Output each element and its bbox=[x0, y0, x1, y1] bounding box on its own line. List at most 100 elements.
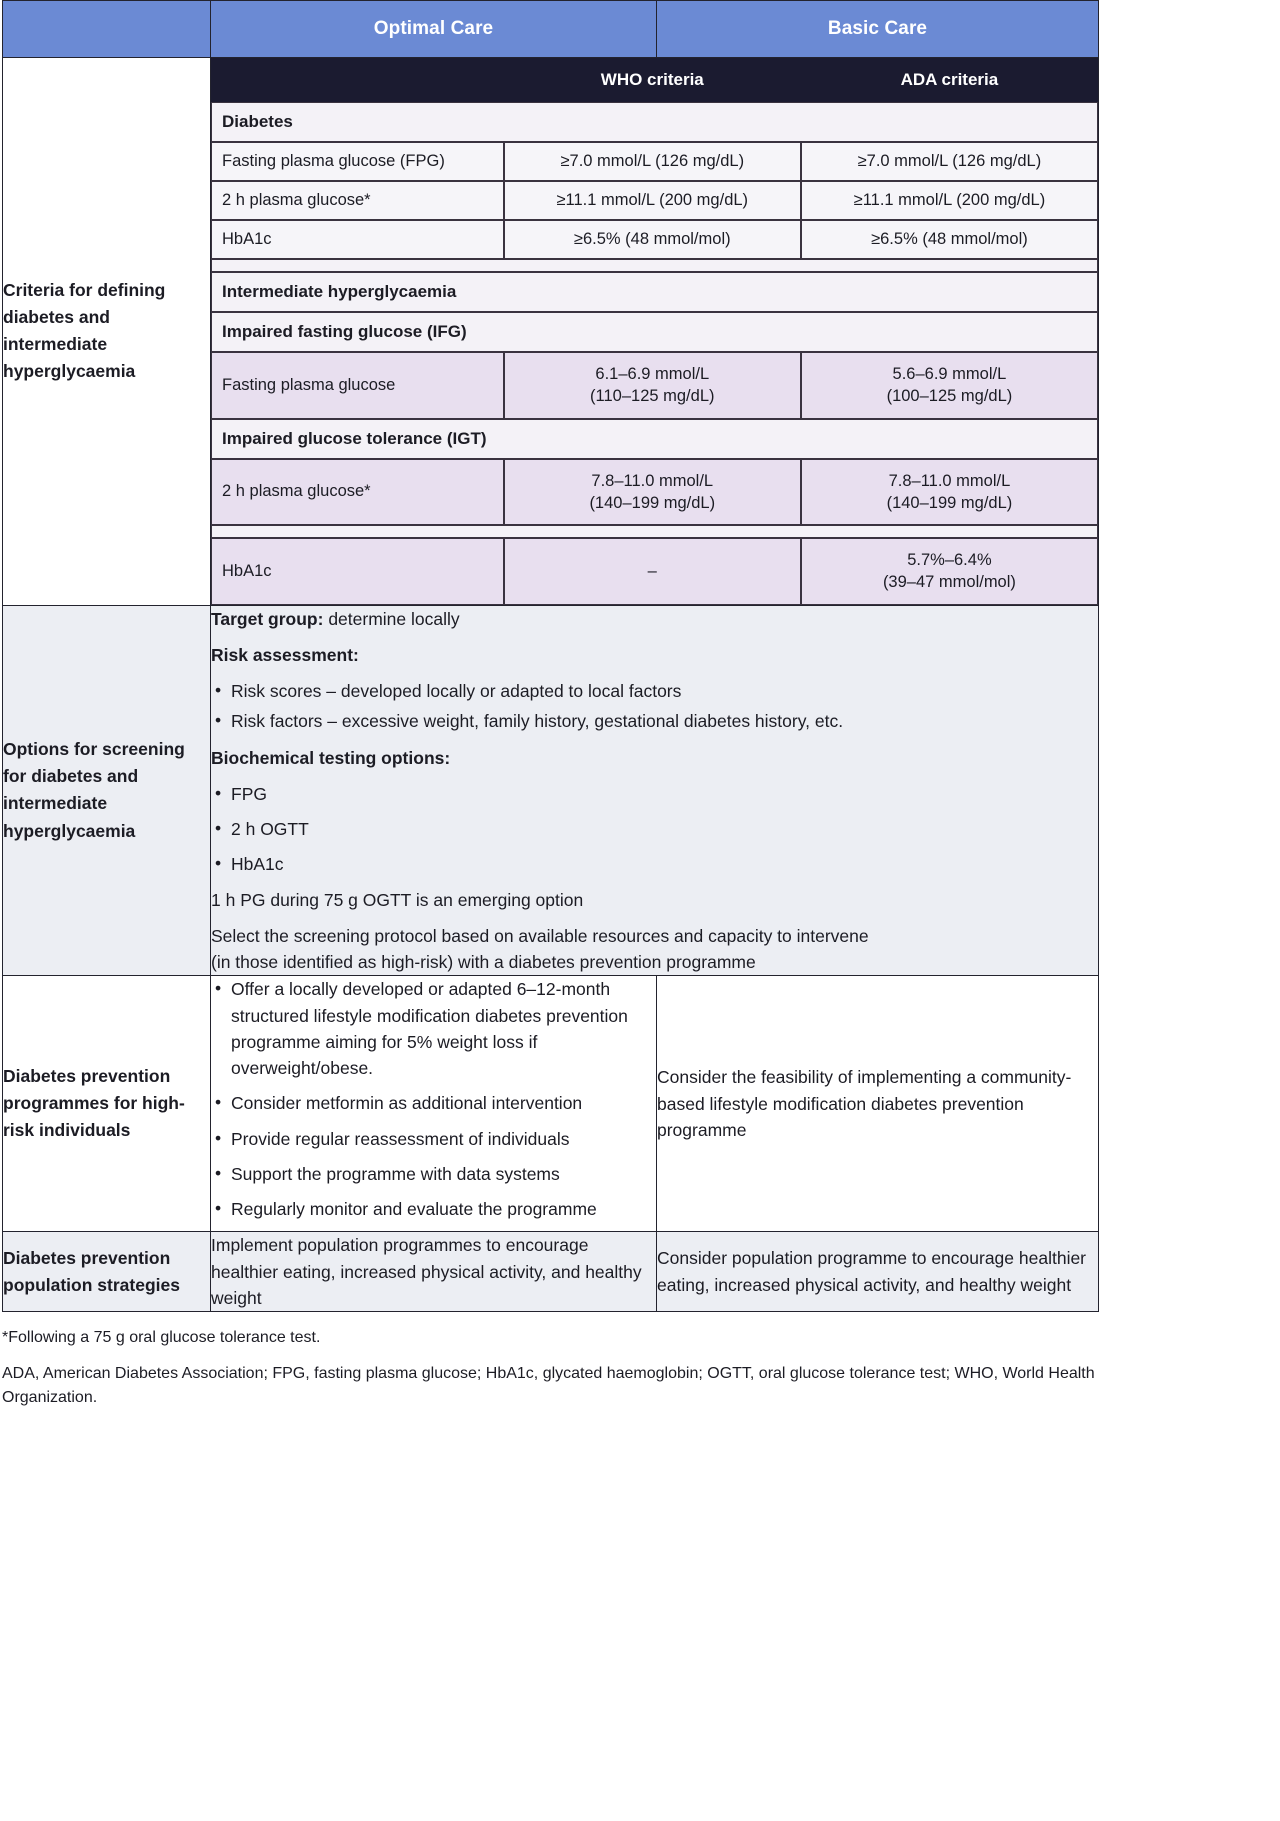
header-optimal-care: Optimal Care bbox=[210, 0, 657, 58]
target-group-line: Target group: determine locally bbox=[211, 606, 1098, 632]
criteria-spacer-row-2 bbox=[211, 525, 1098, 539]
table-row-population-strategies: Diabetes prevention population strategie… bbox=[2, 1231, 1099, 1313]
risk-assessment-label: Risk assessment: bbox=[211, 644, 359, 665]
population-strategies-optimal-text: Implement population programmes to encou… bbox=[211, 1235, 642, 1308]
criteria-who-2h-pg: ≥11.1 mmol/L (200 mg/dL) bbox=[503, 181, 801, 220]
list-item: Offer a locally developed or adapted 6–1… bbox=[211, 975, 656, 1081]
ifg-ada-line2: (100–125 mg/dL) bbox=[886, 387, 1013, 406]
prevention-programmes-optimal: Offer a locally developed or adapted 6–1… bbox=[210, 975, 657, 1233]
criteria-label-hba1c: HbA1c bbox=[211, 220, 504, 259]
criteria-who-igt-2h-pg: 7.8–11.0 mmol/L (140–199 mg/dL) bbox=[503, 458, 801, 526]
igt-who-line2: (140–199 mg/dL) bbox=[589, 493, 716, 512]
footnote-abbreviations: ADA, American Diabetes Association; FPG,… bbox=[2, 1365, 1095, 1407]
criteria-row-hba1c: HbA1c ≥6.5% (48 mmol/mol) ≥6.5% (48 mmol… bbox=[211, 220, 1098, 259]
risk-assessment-heading: Risk assessment: bbox=[211, 642, 1098, 668]
row-label-prevention-programmes: Diabetes prevention programmes for high-… bbox=[2, 975, 211, 1233]
criteria-who-hba1c: ≥6.5% (48 mmol/mol) bbox=[503, 220, 801, 259]
criteria-row-igt-2h-pg: 2 h plasma glucose* 7.8–11.0 mmol/L (140… bbox=[211, 458, 1098, 526]
criteria-row-intermediate-hba1c: HbA1c – 5.7%–6.4% (39–47 mmol/mol) bbox=[211, 538, 1098, 605]
header-basic-care: Basic Care bbox=[656, 0, 1099, 58]
table-row-criteria: Criteria for defining diabetes and inter… bbox=[2, 57, 1099, 606]
prevention-programmes-optimal-list: Offer a locally developed or adapted 6–1… bbox=[211, 975, 656, 1222]
criteria-row-fpg: Fasting plasma glucose (FPG) ≥7.0 mmol/L… bbox=[211, 142, 1098, 181]
criteria-header-who: WHO criteria bbox=[503, 58, 801, 102]
population-strategies-basic: Consider population programme to encoura… bbox=[656, 1231, 1099, 1313]
criteria-section-diabetes: Diabetes bbox=[211, 102, 1098, 142]
list-item: Risk scores – developed locally or adapt… bbox=[211, 677, 1098, 704]
criteria-row-ifg-fpg: Fasting plasma glucose 6.1–6.9 mmol/L (1… bbox=[211, 352, 1098, 419]
criteria-label-2h-pg: 2 h plasma glucose* bbox=[211, 181, 504, 220]
biochemical-heading: Biochemical testing options: bbox=[211, 745, 1098, 771]
list-item: FPG bbox=[211, 780, 1098, 807]
criteria-ada-intermediate-hba1c: 5.7%–6.4% (39–47 mmol/mol) bbox=[800, 538, 1098, 605]
criteria-section-igt: Impaired glucose tolerance (IGT) bbox=[211, 418, 1098, 459]
section-title-diabetes: Diabetes bbox=[211, 102, 1098, 142]
list-item: Regularly monitor and evaluate the progr… bbox=[211, 1195, 656, 1222]
criteria-inner-table-cell: WHO criteria ADA criteria Diabetes Fasti… bbox=[210, 57, 1099, 606]
criteria-ada-ifg-fpg: 5.6–6.9 mmol/L (100–125 mg/dL) bbox=[800, 352, 1098, 419]
section-title-intermediate-hyperglycaemia: Intermediate hyperglycaemia bbox=[211, 272, 1098, 312]
ifg-who-line2: (110–125 mg/dL) bbox=[590, 387, 715, 406]
footnotes: *Following a 75 g oral glucose tolerance… bbox=[0, 1312, 1100, 1418]
hba1c-ada-line2: (39–47 mmol/mol) bbox=[882, 573, 1016, 592]
risk-assessment-list: Risk scores – developed locally or adapt… bbox=[211, 677, 1098, 735]
criteria-who-ifg-fpg: 6.1–6.9 mmol/L (110–125 mg/dL) bbox=[503, 352, 801, 419]
table-row-screening: Options for screening for diabetes and i… bbox=[2, 604, 1099, 977]
ifg-who-line1: 6.1–6.9 mmol/L bbox=[595, 365, 710, 383]
criteria-ada-2h-pg: ≥11.1 mmol/L (200 mg/dL) bbox=[800, 181, 1098, 220]
ifg-ada-line1: 5.6–6.9 mmol/L bbox=[892, 365, 1007, 383]
criteria-label-igt-2h-pg: 2 h plasma glucose* bbox=[211, 458, 504, 526]
criteria-who-fpg: ≥7.0 mmol/L (126 mg/dL) bbox=[503, 142, 801, 181]
criteria-header-row: WHO criteria ADA criteria bbox=[211, 58, 1098, 102]
criteria-label-intermediate-hba1c: HbA1c bbox=[211, 538, 504, 605]
care-comparison-table: Optimal Care Basic Care Criteria for def… bbox=[2, 0, 1099, 1313]
section-title-ifg: Impaired fasting glucose (IFG) bbox=[211, 312, 1098, 352]
list-item: Risk factors – excessive weight, family … bbox=[211, 707, 1098, 734]
row-label-population-strategies: Diabetes prevention population strategie… bbox=[2, 1231, 211, 1313]
row-label-screening: Options for screening for diabetes and i… bbox=[2, 604, 211, 977]
criteria-table: WHO criteria ADA criteria Diabetes Fasti… bbox=[211, 58, 1098, 605]
criteria-who-intermediate-hba1c: – bbox=[503, 538, 801, 605]
spacer-cell bbox=[211, 259, 1098, 272]
prevention-programmes-basic: Consider the feasibility of implementing… bbox=[656, 975, 1099, 1233]
population-strategies-basic-text: Consider population programme to encoura… bbox=[657, 1248, 1087, 1295]
criteria-section-ifg: Impaired fasting glucose (IFG) bbox=[211, 312, 1098, 352]
spacer-cell bbox=[211, 525, 1098, 539]
target-group-value: determine locally bbox=[323, 608, 460, 629]
list-item: Consider metformin as additional interve… bbox=[211, 1089, 656, 1116]
criteria-spacer-row-1 bbox=[211, 259, 1098, 272]
criteria-ada-hba1c: ≥6.5% (48 mmol/mol) bbox=[800, 220, 1098, 259]
prevention-programmes-basic-text: Consider the feasibility of implementing… bbox=[657, 1067, 1072, 1140]
list-item: 2 h OGTT bbox=[211, 815, 1098, 842]
criteria-header-ada: ADA criteria bbox=[800, 58, 1098, 102]
criteria-label-ifg-fpg: Fasting plasma glucose bbox=[211, 352, 504, 419]
hba1c-ada-line1: 5.7%–6.4% bbox=[907, 551, 992, 570]
row-label-criteria: Criteria for defining diabetes and inter… bbox=[2, 57, 211, 606]
list-item: Support the programme with data systems bbox=[211, 1160, 656, 1187]
select-protocol-line2: (in those identified as high-risk) with … bbox=[211, 952, 756, 973]
population-strategies-optimal: Implement population programmes to encou… bbox=[210, 1231, 657, 1313]
section-title-igt: Impaired glucose tolerance (IGT) bbox=[211, 418, 1098, 459]
emerging-option-text: 1 h PG during 75 g OGTT is an emerging o… bbox=[211, 889, 584, 910]
igt-ada-line1: 7.8–11.0 mmol/L bbox=[888, 471, 1011, 490]
target-group-label: Target group: bbox=[211, 608, 324, 629]
comparison-table-sheet: Optimal Care Basic Care Criteria for def… bbox=[0, 0, 1100, 1418]
criteria-ada-igt-2h-pg: 7.8–11.0 mmol/L (140–199 mg/dL) bbox=[800, 458, 1098, 526]
table-header: Optimal Care Basic Care bbox=[2, 0, 1099, 58]
criteria-label-fpg: Fasting plasma glucose (FPG) bbox=[211, 142, 504, 181]
igt-who-line1: 7.8–11.0 mmol/L bbox=[591, 471, 714, 490]
criteria-header-blank bbox=[211, 58, 504, 102]
criteria-ada-fpg: ≥7.0 mmol/L (126 mg/dL) bbox=[800, 142, 1098, 181]
criteria-row-2h-pg: 2 h plasma glucose* ≥11.1 mmol/L (200 mg… bbox=[211, 181, 1098, 220]
biochemical-list: FPG 2 h OGTT HbA1c bbox=[211, 780, 1098, 878]
select-protocol-text: Select the screening protocol based on a… bbox=[211, 923, 1098, 976]
header-row: Optimal Care Basic Care bbox=[2, 0, 1099, 58]
footnote-star: *Following a 75 g oral glucose tolerance… bbox=[2, 1329, 321, 1347]
list-item: Provide regular reassessment of individu… bbox=[211, 1125, 656, 1152]
biochemical-label: Biochemical testing options: bbox=[211, 747, 451, 768]
screening-content: Target group: determine locally Risk ass… bbox=[210, 604, 1099, 977]
table-row-prevention-programmes: Diabetes prevention programmes for high-… bbox=[2, 975, 1099, 1233]
list-item: HbA1c bbox=[211, 850, 1098, 877]
select-protocol-line1: Select the screening protocol based on a… bbox=[211, 925, 869, 946]
criteria-section-intermediate: Intermediate hyperglycaemia bbox=[211, 272, 1098, 312]
